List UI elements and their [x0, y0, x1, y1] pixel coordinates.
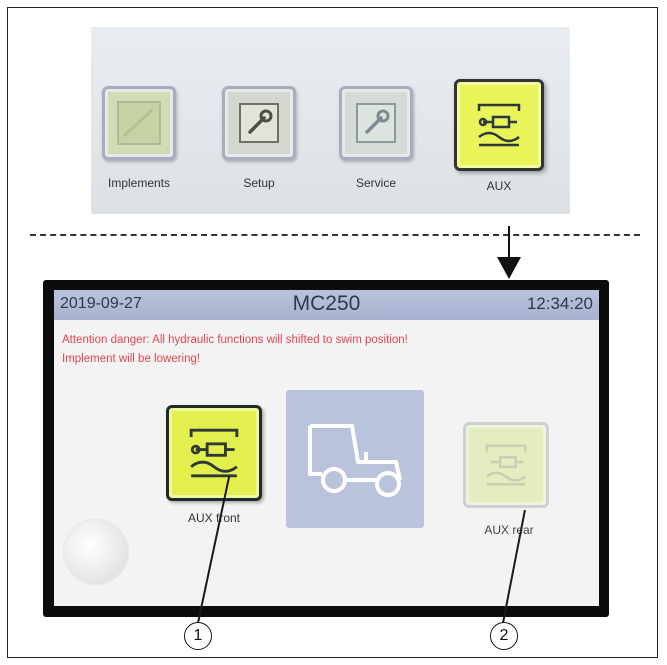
menu-label-service: Service: [355, 176, 396, 190]
implements-icon: [102, 86, 176, 160]
status-time: 12:34:20: [526, 294, 593, 313]
menu-item-aux[interactable]: AUX: [451, 79, 547, 193]
down-arrow-head: [497, 257, 521, 279]
aux-front-button[interactable]: [166, 405, 262, 501]
menu-item-setup[interactable]: Setup: [219, 86, 299, 190]
tractor-tile: [286, 390, 424, 528]
menu-item-implements[interactable]: Implements: [99, 86, 179, 190]
callout-2: 2: [490, 622, 518, 650]
status-date: 2019-09-27: [60, 295, 142, 312]
menu-item-service[interactable]: Service: [336, 86, 416, 190]
service-icon: [339, 86, 413, 160]
warning-message: Attention danger: All hydraulic function…: [62, 331, 592, 369]
screen-title: MC250: [292, 292, 361, 315]
aux-rear-button[interactable]: [463, 422, 549, 508]
menu-label-implements: Implements: [107, 176, 171, 190]
dashed-divider: [30, 234, 640, 236]
wrench-icon: [222, 86, 296, 160]
display-screen: 2019-09-27 MC250 12:34:20 Attention dang…: [54, 290, 599, 606]
status-bar: 2019-09-27 MC250 12:34:20: [54, 290, 599, 320]
faded-button: [64, 520, 128, 584]
aux-hydraulic-icon: [454, 79, 544, 171]
figure-frame: [7, 7, 658, 658]
aux-rear-label: AUX rear: [484, 523, 534, 537]
warning-line-2: Implement will be lowering!: [62, 353, 201, 365]
menu-label-setup: Setup: [243, 176, 275, 190]
aux-front-label: AUX front: [187, 511, 241, 525]
down-arrow-icon: [508, 226, 510, 258]
warning-line-1: Attention danger: All hydraulic function…: [62, 334, 408, 346]
callout-1: 1: [184, 622, 212, 650]
tractor-icon: [308, 424, 402, 497]
aux-rear-icon: [485, 444, 527, 486]
menu-label-aux: AUX: [486, 179, 512, 193]
main-menu-panel: Implements Setup Service: [91, 27, 570, 214]
aux-front-icon: [189, 428, 239, 478]
